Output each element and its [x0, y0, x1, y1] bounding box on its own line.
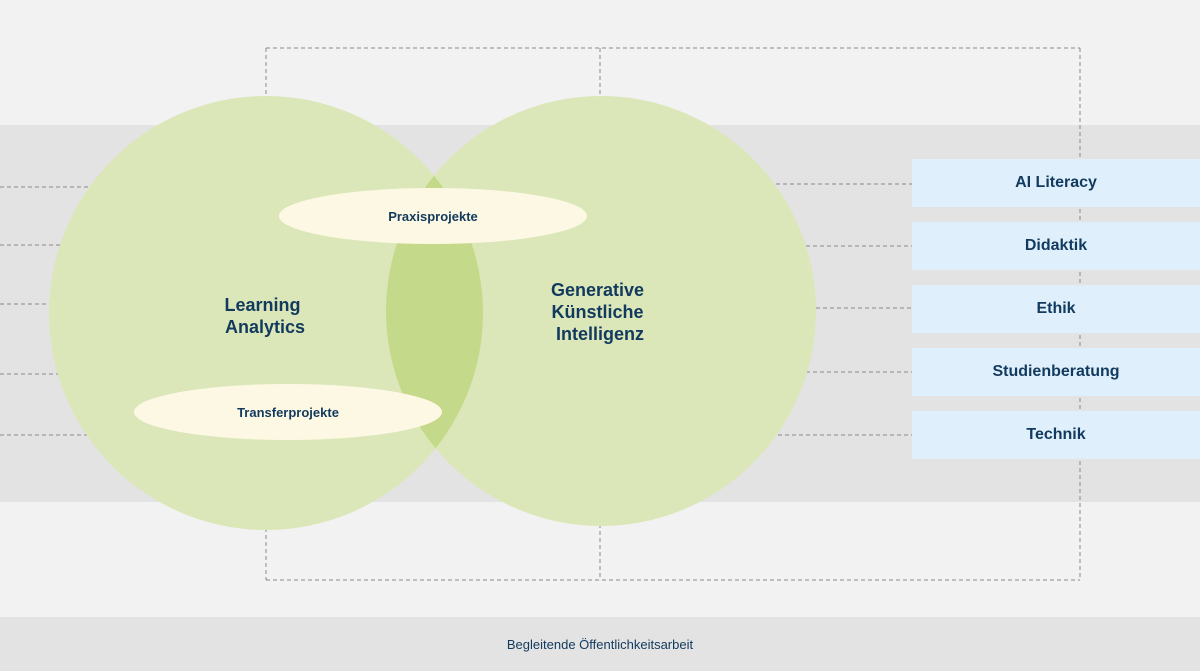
transferprojekte-ellipse [134, 384, 442, 440]
transferprojekte-label: Transferprojekte [237, 405, 339, 420]
left-dashed-connectors [0, 186, 90, 436]
generative-ai-label: Generative Künstliche Intelligenz [551, 280, 649, 344]
topic-technik: Technik [912, 411, 1200, 459]
learning-analytics-label: Learning Analytics [224, 295, 305, 337]
topic-studienberatung: Studienberatung [912, 348, 1200, 396]
topic-didaktik: Didaktik [912, 222, 1200, 270]
footer-band: Begleitende Öffentlichkeitsarbeit [0, 617, 1200, 671]
footer-text: Begleitende Öffentlichkeitsarbeit [506, 636, 694, 652]
praxisprojekte-ellipse [279, 188, 587, 244]
right-dashed-connectors [776, 183, 912, 436]
topic-ai-literacy: AI Literacy [912, 159, 1200, 207]
topic-ethik: Ethik [912, 285, 1200, 333]
praxisprojekte-label: Praxisprojekte [388, 209, 478, 224]
